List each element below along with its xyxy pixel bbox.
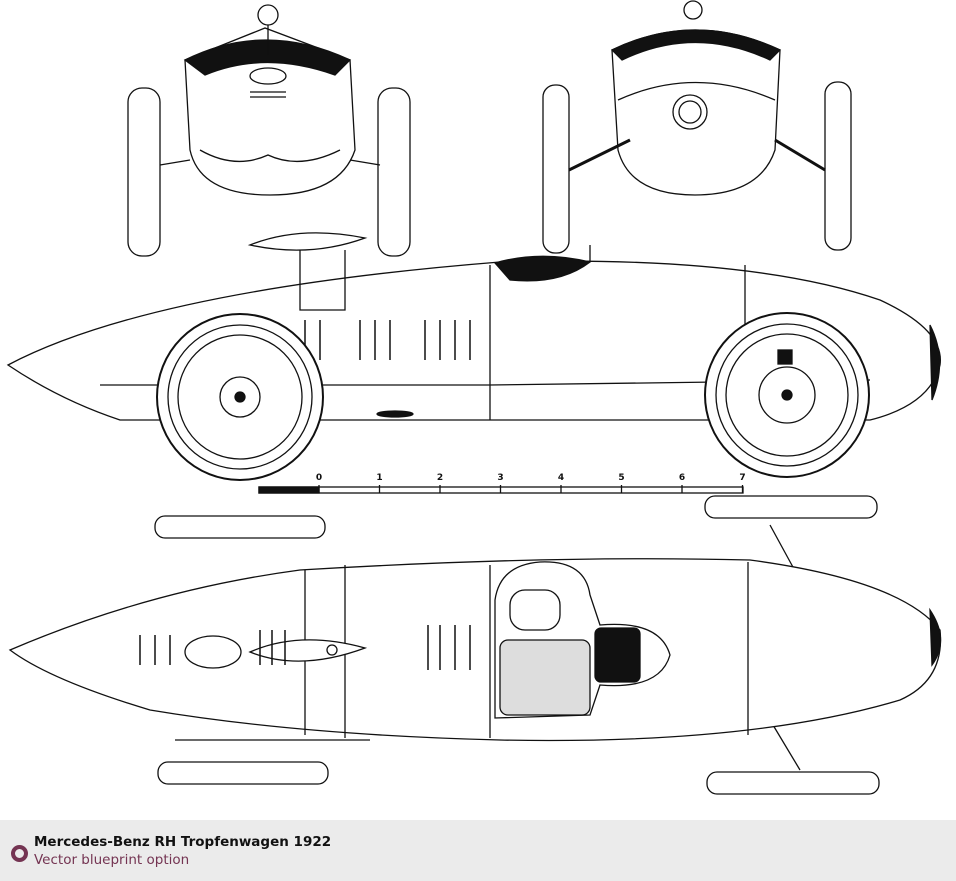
- scale-label: 7: [739, 473, 745, 483]
- circle-bullet-icon: [11, 845, 28, 862]
- car-blueprint-drawing: 0 1 2 3 4 5 6 7: [6, 0, 942, 795]
- rear-view: [542, 0, 852, 254]
- front-view: [127, 4, 411, 257]
- caption-subtitle: Vector blueprint option: [34, 852, 190, 868]
- scale-label: 4: [558, 473, 564, 483]
- top-view: [8, 495, 942, 795]
- scale-label: 3: [497, 473, 503, 483]
- scale-label: 6: [679, 473, 685, 483]
- caption-bar: Mercedes-Benz RH Tropfenwagen 1922 Vecto…: [0, 820, 956, 881]
- side-view: [6, 232, 941, 481]
- scale-label: 0: [316, 473, 322, 483]
- scale-label: 1: [376, 473, 382, 483]
- scale-bar: 0 1 2 3 4 5 6 7: [258, 473, 746, 494]
- caption-title: Mercedes-Benz RH Tropfenwagen 1922: [34, 834, 332, 850]
- scale-label: 5: [618, 473, 624, 483]
- scale-label: 2: [437, 473, 443, 483]
